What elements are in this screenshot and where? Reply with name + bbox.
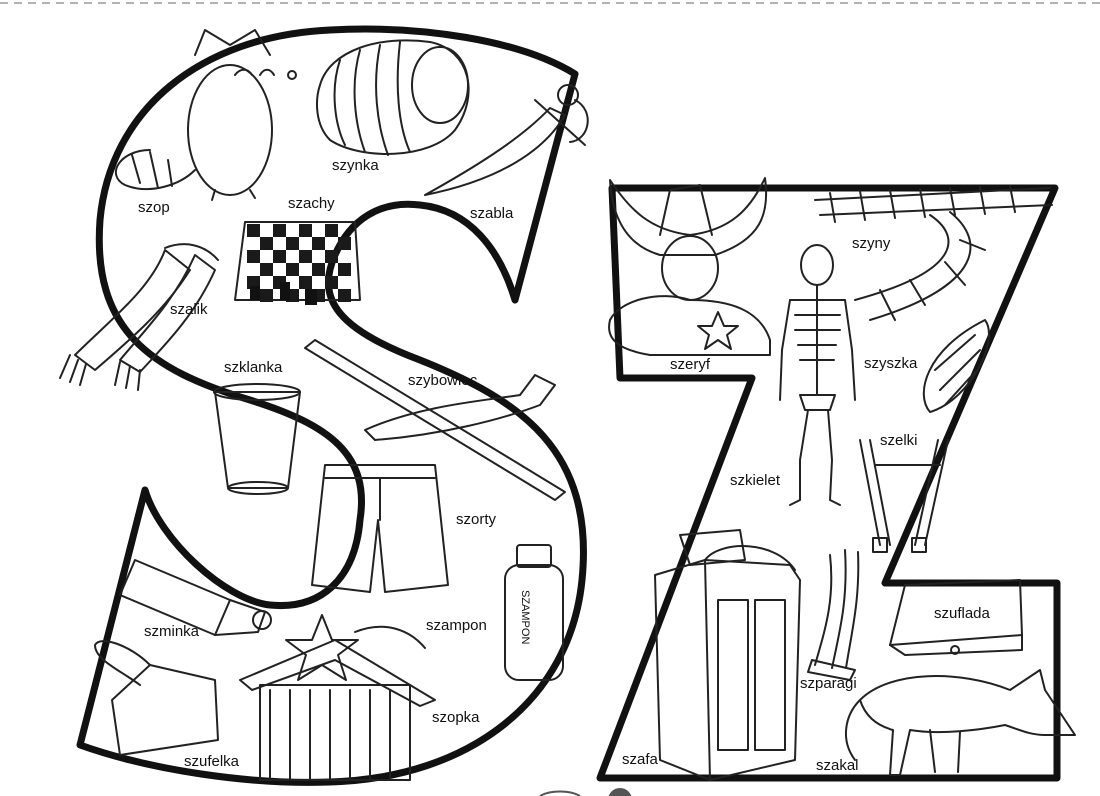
nativity-illustration	[239, 614, 436, 781]
label-szafa: szafa	[622, 751, 658, 768]
chess-square	[325, 224, 338, 237]
chess-square	[286, 263, 299, 276]
shampoo-label: SZAMPON	[519, 590, 531, 644]
label-szorty: szorty	[456, 511, 497, 528]
footer-logo-fragment	[539, 788, 632, 796]
chess-square	[325, 276, 338, 289]
chess-square	[299, 250, 312, 263]
chess-square	[286, 237, 299, 250]
chessboard-illustration	[234, 221, 361, 305]
glider-illustration	[304, 339, 566, 501]
skeleton-illustration	[779, 244, 856, 506]
label-szampon: szampon	[426, 617, 487, 634]
label-szakal: szakal	[816, 757, 859, 774]
chess-square	[247, 276, 260, 289]
chess-square	[338, 263, 351, 276]
suspenders-illustration	[859, 439, 949, 553]
label-szelki: szelki	[880, 432, 918, 449]
chess-square	[260, 289, 273, 302]
label-szop: szop	[138, 199, 170, 216]
label-szyszka: szyszka	[864, 355, 918, 372]
label-szachy: szachy	[288, 195, 335, 212]
shampoo-illustration: SZAMPON	[504, 544, 564, 681]
chess-square	[312, 237, 325, 250]
saber-illustration	[424, 84, 589, 196]
label-szalik: szalik	[170, 301, 208, 318]
chess-squares	[247, 224, 351, 302]
chess-square	[312, 263, 325, 276]
label-szufelka: szufelka	[184, 753, 240, 770]
chess-square	[299, 276, 312, 289]
chess-square	[273, 224, 286, 237]
drawer-illustration	[889, 579, 1023, 656]
label-szminka: szminka	[144, 623, 200, 640]
label-szyny: szyny	[852, 235, 891, 252]
label-szopka: szopka	[432, 709, 480, 726]
ham-illustration	[316, 39, 470, 156]
tracks-illustration	[814, 185, 1053, 321]
pinecone-illustration	[922, 319, 990, 413]
dustpan-illustration	[94, 640, 219, 756]
chess-square	[247, 250, 260, 263]
chess-square	[247, 224, 260, 237]
shorts-illustration	[311, 464, 449, 593]
raccoon-illustration	[114, 29, 297, 201]
wardrobe-illustration	[654, 529, 801, 781]
label-szkielet: szkielet	[730, 472, 781, 489]
letter-z-outline	[596, 184, 1061, 782]
jackal-illustration	[844, 669, 1076, 776]
asparagus-illustration	[807, 549, 860, 681]
chess-square	[338, 237, 351, 250]
label-szeryf: szeryf	[670, 356, 711, 373]
glass-illustration	[213, 383, 301, 495]
chess-square	[325, 250, 338, 263]
chess-square	[338, 289, 351, 302]
letter-s-outline	[76, 25, 587, 786]
label-szybowiec: szybowiec	[408, 372, 478, 389]
chess-square	[273, 250, 286, 263]
chess-square	[260, 237, 273, 250]
label-szparagi: szparagi	[800, 675, 857, 692]
sheriff-illustration	[608, 177, 771, 356]
label-szklanka: szklanka	[224, 359, 283, 376]
lipstick-illustration	[119, 559, 272, 636]
chess-square	[299, 224, 312, 237]
label-szuflada: szuflada	[934, 605, 990, 622]
label-szynka: szynka	[332, 157, 379, 174]
label-szabla: szabla	[470, 205, 514, 222]
chess-square	[260, 263, 273, 276]
scarf-illustration	[59, 243, 219, 391]
